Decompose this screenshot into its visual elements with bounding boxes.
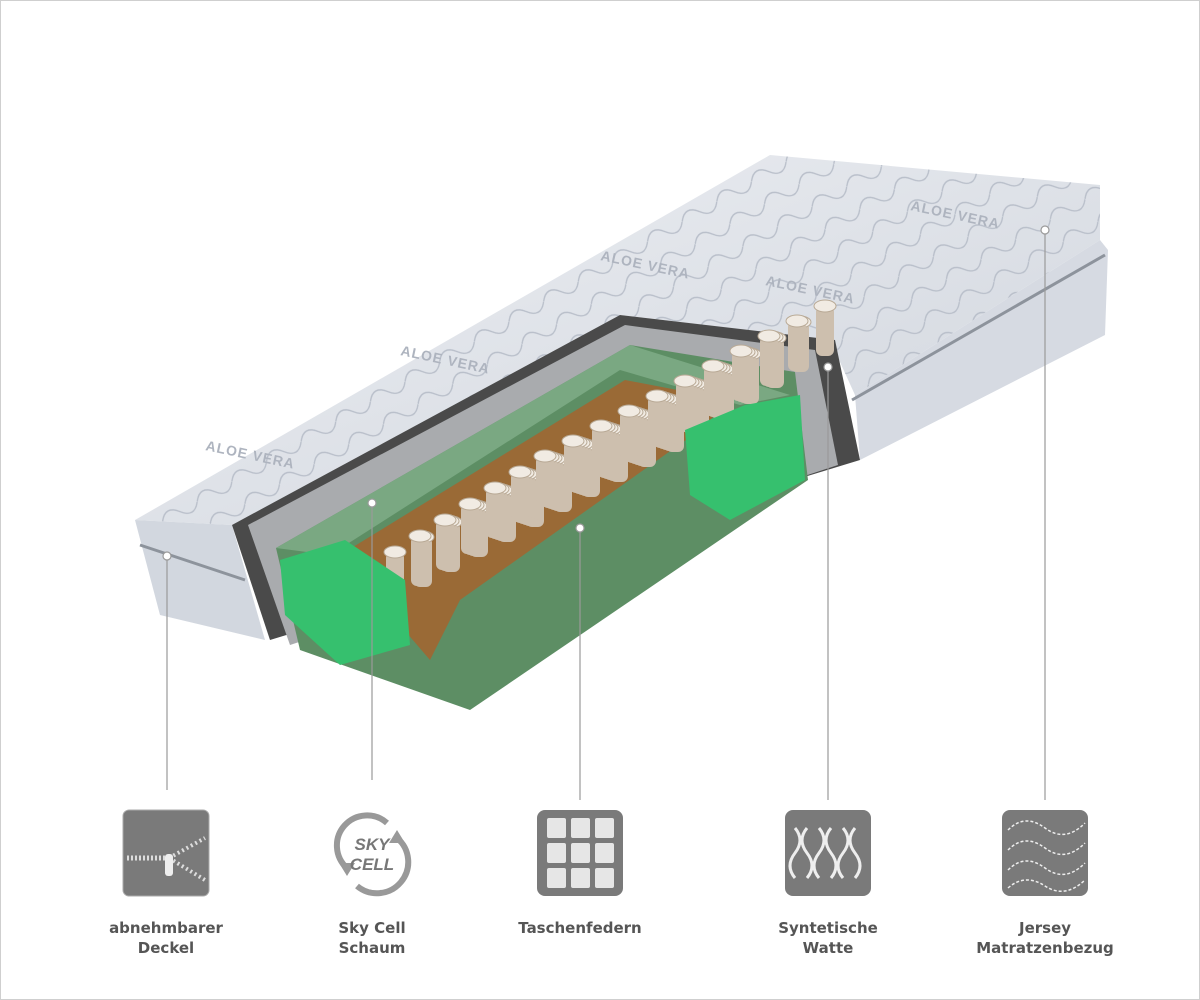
spring (732, 351, 750, 401)
pocket-cell (547, 868, 566, 888)
spring-top (617, 404, 641, 418)
pocket-springs-icon (537, 810, 623, 896)
foam-block-right (685, 395, 805, 520)
leader-lines (162, 225, 1050, 800)
pocket-cell (595, 843, 614, 863)
sky-cell-icon: SKY CELL (333, 812, 412, 897)
spring-top (508, 465, 532, 479)
spring (760, 336, 778, 386)
feature-label-line1: Syntetische (778, 919, 878, 937)
feature-label-line2: Matratzenbezug (976, 939, 1114, 957)
spring-top (813, 299, 837, 313)
pocket-springs (383, 299, 837, 602)
spring (461, 504, 479, 554)
spring-top (383, 545, 407, 559)
spring (592, 426, 610, 476)
foam-top-strip (276, 345, 790, 555)
feature-label-line2: Deckel (137, 939, 195, 957)
zipper-right (851, 253, 1106, 402)
spring-top (729, 344, 753, 358)
feature-label-line1: Taschenfedern (518, 919, 642, 937)
pocket-cell (571, 818, 590, 838)
spring (620, 411, 638, 461)
spring (486, 488, 504, 538)
feature-label-line2: Watte (802, 939, 854, 957)
spring (411, 536, 429, 586)
feature-label-line1: Jersey (1018, 919, 1072, 937)
pocket-cell (595, 868, 614, 888)
pocket-cell (547, 818, 566, 838)
spring-top (483, 481, 507, 495)
spring-top (533, 449, 557, 463)
svg-text:CELL: CELL (350, 855, 394, 874)
jersey-cover-icon (1002, 810, 1088, 896)
spring-top (458, 497, 482, 511)
feature-label-line1: abnehmbarer (109, 919, 223, 937)
spring-top (785, 314, 809, 328)
pocket-cell (571, 868, 590, 888)
spring (436, 520, 454, 570)
svg-text:SKY: SKY (355, 835, 392, 854)
spring-top (433, 513, 457, 527)
feature-pocket-springs: Taschenfedern (490, 808, 670, 938)
spring-top (645, 389, 669, 403)
pocket-cell (571, 843, 590, 863)
synthetic-wadding-icon (785, 810, 871, 896)
spring (511, 472, 529, 522)
spring (648, 396, 666, 446)
spring (816, 306, 834, 356)
spring (676, 381, 694, 431)
spring-top (701, 359, 725, 373)
zipper-left (139, 543, 246, 582)
spring-top (757, 329, 781, 343)
spring-top (561, 434, 585, 448)
spring (564, 441, 582, 491)
feature-label-line2: Schaum (338, 939, 406, 957)
spring-top (589, 419, 613, 433)
foam-block-left (280, 540, 410, 665)
zipper-icon (122, 809, 210, 897)
mattress-top-cover (135, 155, 1100, 525)
spring (536, 456, 554, 506)
feature-label-line1: Sky Cell (338, 919, 406, 937)
spring-top (673, 374, 697, 388)
pocket-cell (547, 843, 566, 863)
pocket-cell (595, 818, 614, 838)
spring-top (408, 529, 432, 543)
spring (788, 321, 806, 371)
spring (704, 366, 722, 416)
